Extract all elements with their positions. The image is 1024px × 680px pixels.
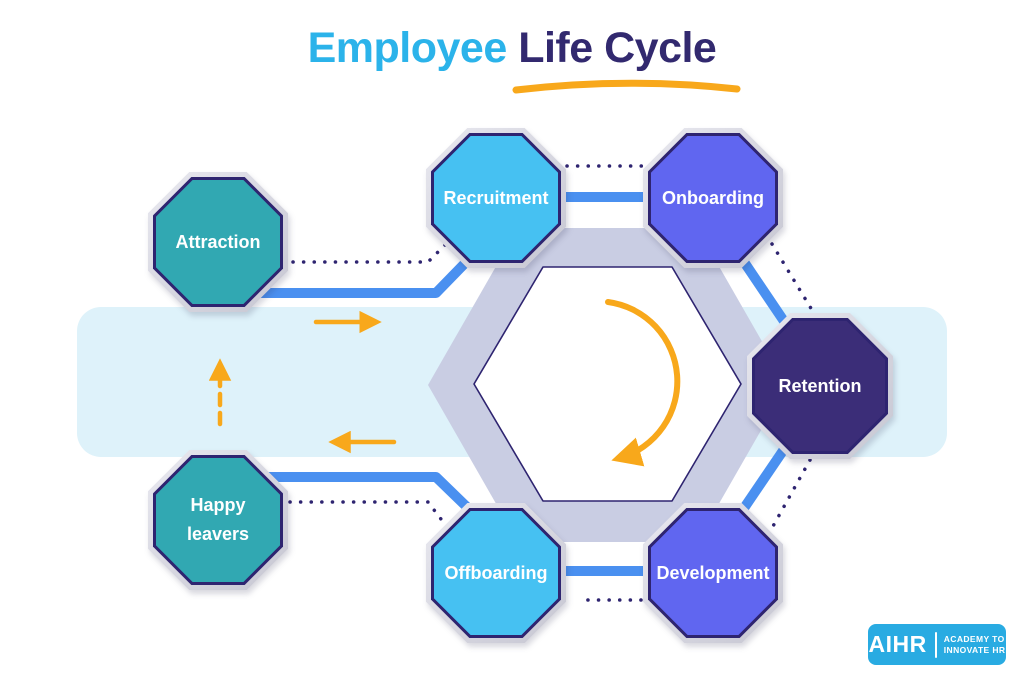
dotted-retention-development xyxy=(770,458,812,530)
stage-label: Recruitment xyxy=(443,187,549,208)
cycle-curved-arrow-icon xyxy=(605,299,681,467)
logo-tagline: ACADEMY TO INNOVATE HR xyxy=(944,634,1006,655)
logo-divider xyxy=(934,631,937,658)
octagon-fill xyxy=(755,321,885,451)
title-main: Life Cycle xyxy=(506,24,717,72)
stage-recruitment: Recruitment xyxy=(426,128,566,268)
title-accent: Employee xyxy=(307,24,508,72)
dotted-onboarding-retention xyxy=(770,242,814,312)
stage-label: Happy leavers xyxy=(186,495,250,544)
dotted-attraction-recruitment xyxy=(291,236,454,264)
stage-label: Offboarding xyxy=(444,562,548,583)
stage-happy-leavers: Happy leavers xyxy=(148,450,288,590)
stage-retention: Retention xyxy=(747,313,893,459)
aihr-logo: AIHR ACADEMY TO INNOVATE HR xyxy=(868,624,1006,665)
hexagon-inner xyxy=(473,266,742,502)
logo-tagline-line1: ACADEMY TO xyxy=(943,633,1005,644)
octagon-fill xyxy=(651,511,775,635)
connector-attraction-recruitment xyxy=(252,252,476,298)
stage-attraction: Attraction xyxy=(148,172,288,312)
octagon-fill xyxy=(434,511,558,635)
stage-label: Attraction xyxy=(175,231,261,252)
stage-offboarding: Happy leavers Offboarding xyxy=(426,503,566,643)
flow-arrows xyxy=(208,310,397,454)
octagon-fill xyxy=(156,458,280,582)
octagon-fill xyxy=(156,180,280,304)
octagon-fill xyxy=(434,136,558,260)
logo-tagline-line2: INNOVATE HR xyxy=(943,644,1006,655)
stage-onboarding: Onboarding xyxy=(643,128,783,268)
dotted-offboarding-happyleavers xyxy=(288,500,446,525)
stage-development: Development xyxy=(643,503,783,643)
connector-offboarding-happyleavers xyxy=(252,472,474,514)
page-title: Employee Life Cycle xyxy=(0,24,1024,73)
dotted-connectors xyxy=(288,164,814,602)
stage-label: Retention xyxy=(778,375,862,396)
title-underline-swoosh xyxy=(512,79,741,94)
octagon-fill xyxy=(651,136,775,260)
stage-label: Onboarding xyxy=(662,187,764,208)
logo-brand-text: AIHR xyxy=(868,631,927,657)
stage-label: Development xyxy=(656,562,770,583)
